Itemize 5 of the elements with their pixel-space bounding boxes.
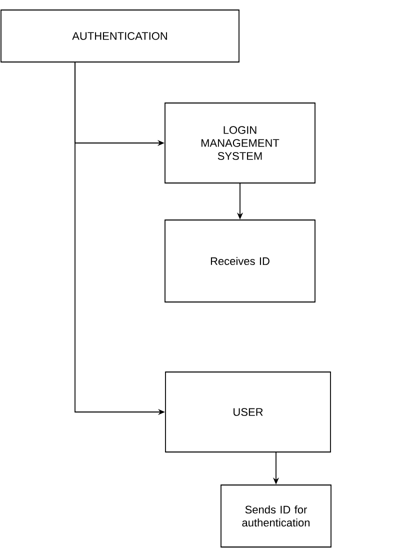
process-box: LOGIN MANAGEMENT SYSTEM <box>164 102 316 184</box>
process-box: USER <box>165 372 331 452</box>
process-box: AUTHENTICATION <box>0 10 240 62</box>
process-box: Sends ID for authentication <box>220 484 332 548</box>
process-box: Receives ID <box>164 220 316 302</box>
